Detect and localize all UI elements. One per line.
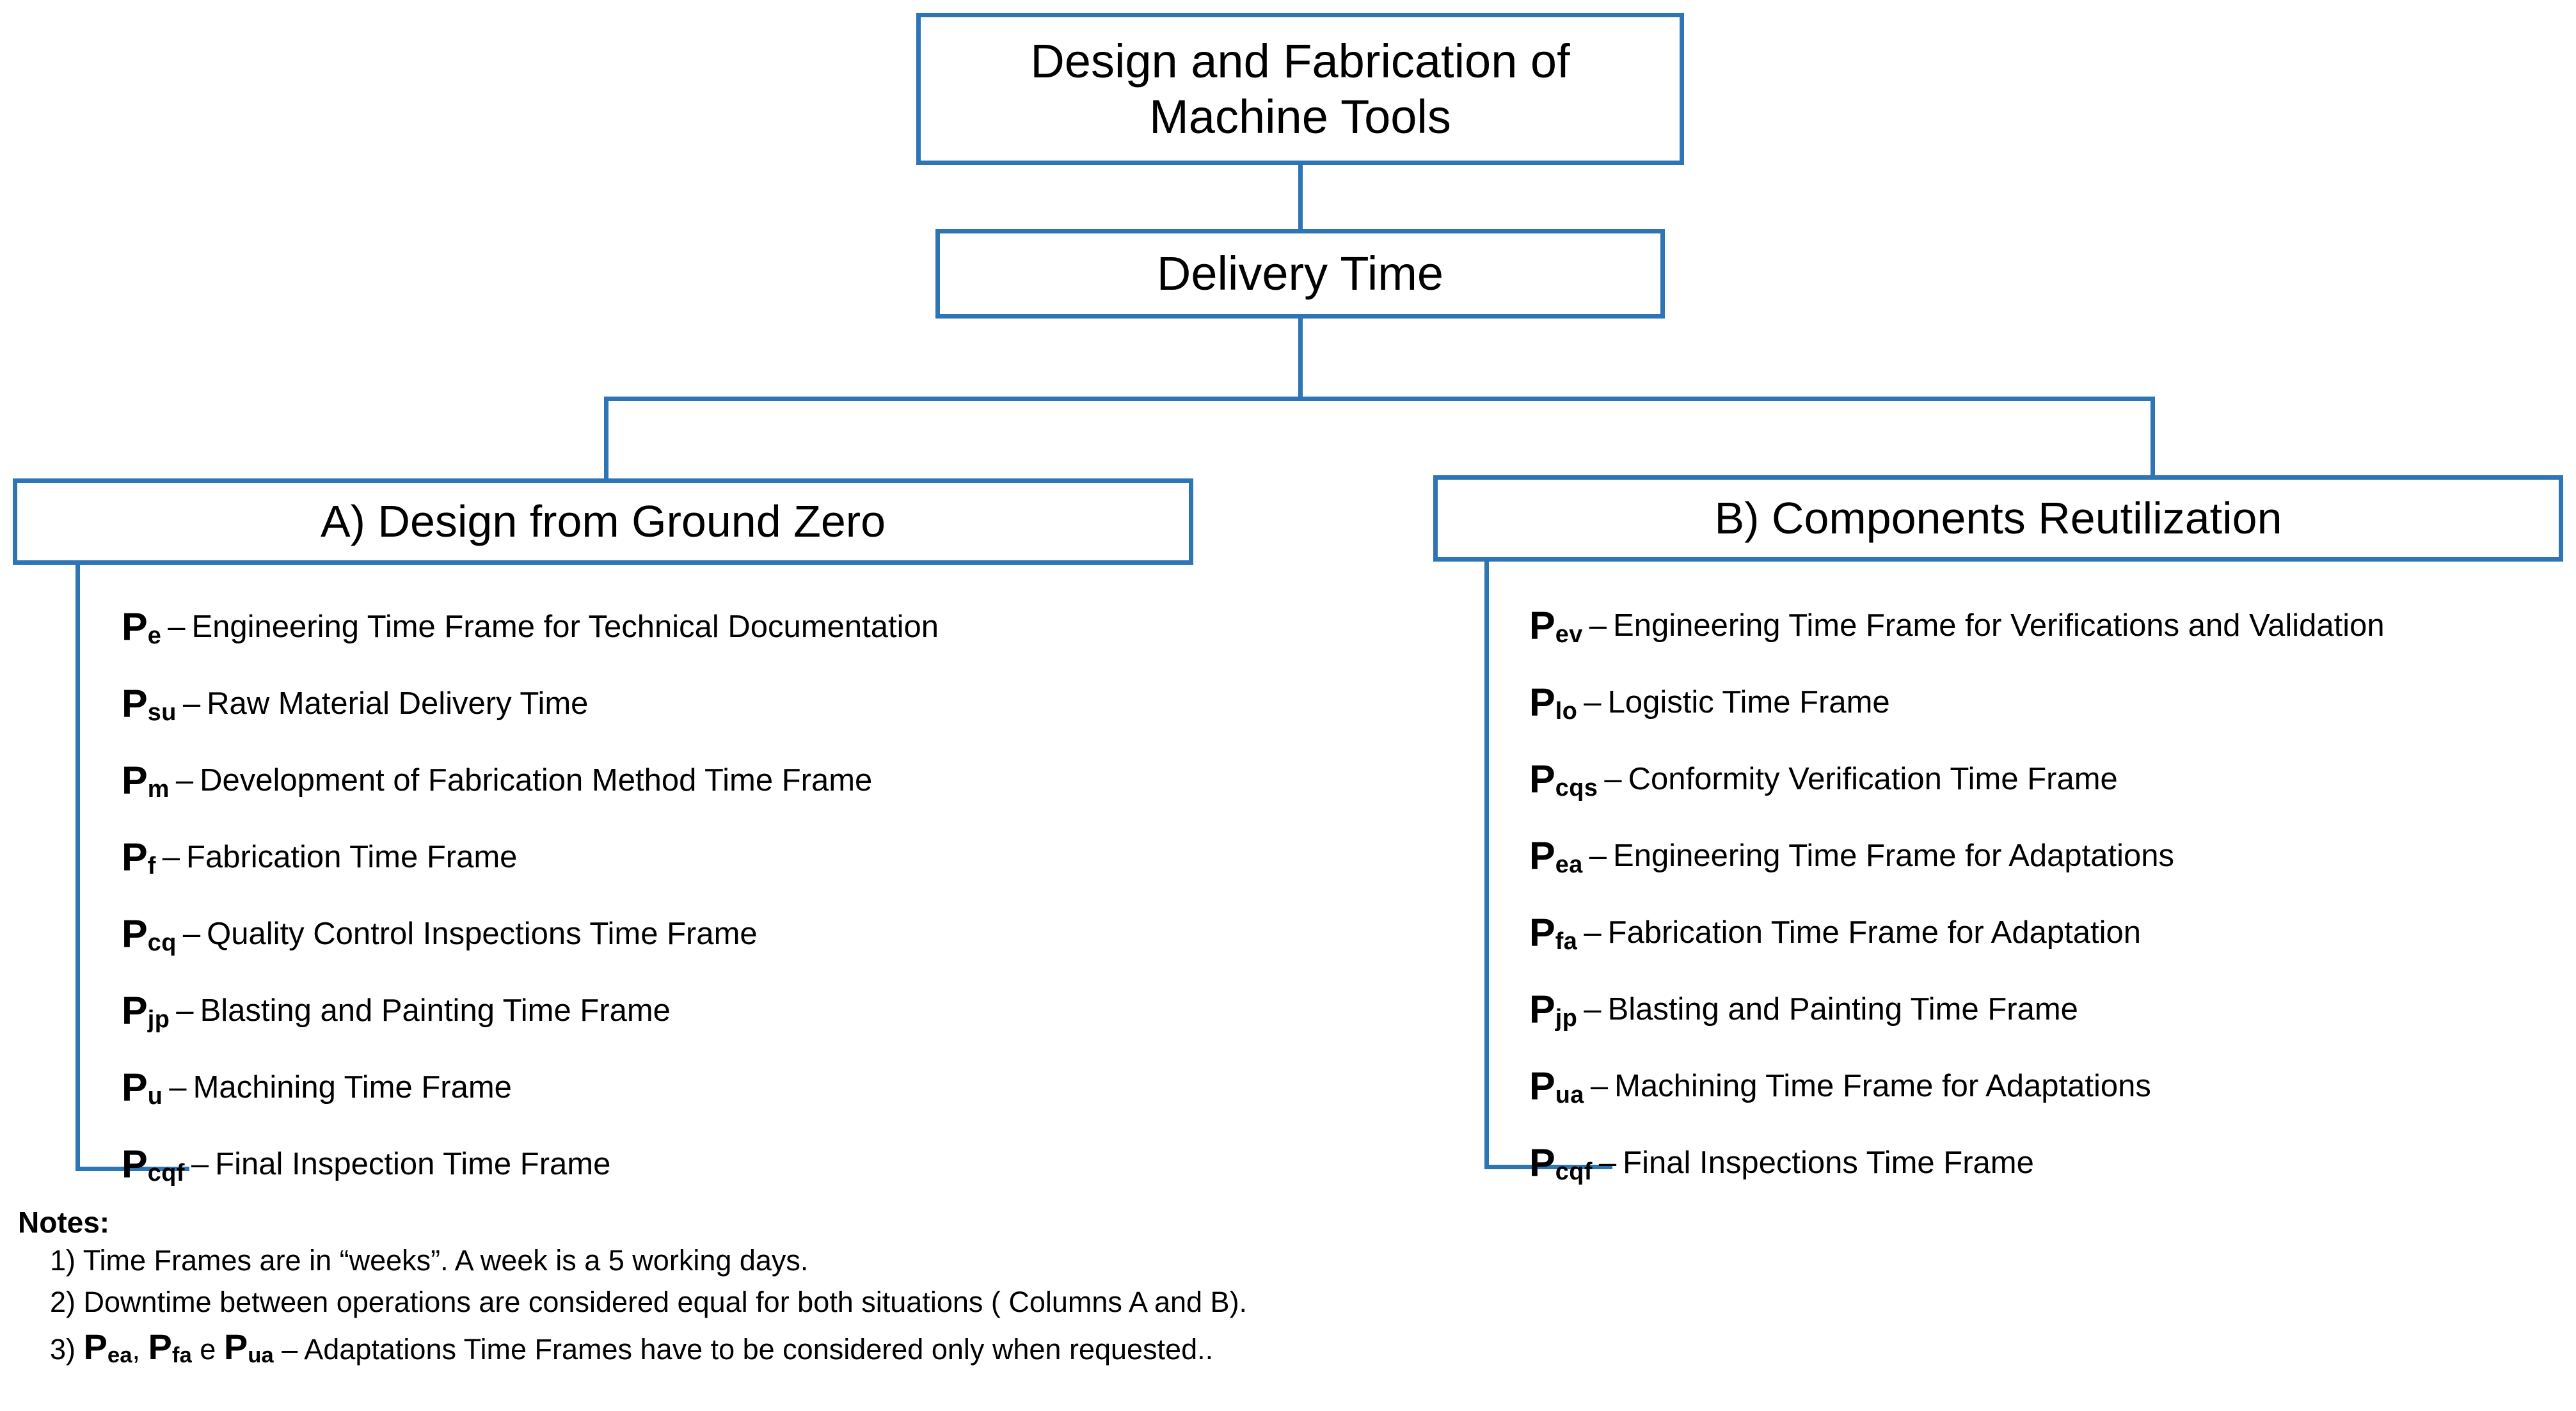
item-description: Engineering Time Frame for Adaptations: [1613, 839, 2175, 873]
item-separator: –: [1584, 915, 1602, 950]
item-separator: –: [1598, 1146, 1617, 1180]
list-item: Pev – Engineering Time Frame for Verific…: [1529, 587, 2385, 664]
item-symbol: Pea: [1529, 834, 1583, 878]
item-description: Machining Time Frame: [193, 1070, 512, 1105]
item-separator: –: [169, 1070, 187, 1105]
item-separator: –: [1584, 685, 1602, 720]
item-separator: –: [175, 763, 194, 798]
notes-section: Notes: 1) Time Frames are in “weeks”. A …: [18, 1208, 1937, 1369]
item-symbol: Pf: [122, 835, 156, 879]
item-separator: –: [1589, 608, 1607, 643]
note-rest: – Adaptations Time Frames have to be con…: [282, 1333, 1214, 1366]
item-symbol: Pu: [122, 1066, 163, 1110]
item-symbol: Pm: [122, 759, 170, 803]
bracket-column-a-vertical: [76, 565, 80, 1171]
list-item: Pf – Fabrication Time Frame: [122, 819, 939, 895]
list-item: Pjp – Blasting and Painting Time Frame: [1529, 971, 2385, 1048]
note-symbol-pfa: Pfa: [148, 1327, 192, 1368]
bracket-column-b-vertical: [1484, 562, 1489, 1169]
item-description: Final Inspections Time Frame: [1623, 1146, 2034, 1180]
node-label: Design and Fabrication of Machine Tools: [1030, 34, 1570, 143]
item-symbol: Pcqf: [1529, 1141, 1593, 1185]
item-description: Raw Material Delivery Time: [207, 686, 589, 721]
column-b-item-list: Pev – Engineering Time Frame for Verific…: [1529, 587, 2385, 1201]
node-column-a-header: A) Design from Ground Zero: [13, 478, 1193, 565]
item-symbol: Pjp: [1529, 988, 1578, 1032]
item-symbol: Pua: [1529, 1064, 1584, 1108]
node-column-b-header: B) Components Reutilization: [1433, 475, 2563, 562]
list-item: Pcqs – Conformity Verification Time Fram…: [1529, 741, 2385, 817]
list-item: Pu – Machining Time Frame: [122, 1049, 939, 1126]
node-delivery-time: Delivery Time: [935, 229, 1665, 319]
item-description: Blasting and Painting Time Frame: [1607, 992, 2078, 1027]
item-description: Engineering Time Frame for Verifications…: [1613, 608, 2385, 643]
note-line-1: 1) Time Frames are in “weeks”. A week is…: [50, 1244, 809, 1277]
list-item: Pea – Engineering Time Frame for Adaptat…: [1529, 817, 2385, 894]
list-item: Pcq – Quality Control Inspections Time F…: [122, 895, 939, 972]
item-description: Fabrication Time Frame for Adaptation: [1607, 915, 2141, 950]
item-symbol: Pjp: [122, 989, 170, 1033]
bracket-column-b-foot: [1484, 1165, 1612, 1169]
item-symbol: Pe: [122, 605, 162, 649]
item-separator: –: [182, 686, 201, 721]
item-description: Machining Time Frame for Adaptations: [1614, 1069, 2151, 1103]
note-symbol-pua: Pua: [223, 1327, 274, 1368]
notes-title: Notes:: [18, 1206, 110, 1239]
item-symbol: Pcqs: [1529, 757, 1598, 801]
connector-split-to-column-b: [2151, 397, 2155, 475]
item-description: Quality Control Inspections Time Frame: [207, 917, 758, 951]
item-separator: –: [182, 917, 201, 951]
item-description: Logistic Time Frame: [1607, 685, 1890, 720]
note-number: 3): [50, 1333, 76, 1366]
note-line-2: 2) Downtime between operations are consi…: [50, 1286, 1248, 1318]
item-separator: –: [1584, 992, 1602, 1027]
note-symbol-pea: Pea: [83, 1327, 132, 1368]
item-separator: –: [1604, 762, 1622, 796]
item-description: Fabrication Time Frame: [186, 840, 518, 874]
node-label: Delivery Time: [1156, 247, 1444, 301]
item-separator: –: [1589, 839, 1607, 873]
connector-root-to-delivery: [1298, 165, 1303, 229]
item-symbol: Plo: [1529, 681, 1578, 725]
node-design-and-fabrication-of-machine-tools: Design and Fabrication of Machine Tools: [916, 13, 1684, 165]
item-description: Final Inspection Time Frame: [215, 1147, 611, 1181]
list-item: Plo – Logistic Time Frame: [1529, 664, 2385, 741]
connector-split-to-column-a: [604, 397, 608, 478]
note-line-3: 3) Pea, Pfa e Pua – Adaptations Time Fra…: [50, 1327, 1937, 1368]
bracket-column-a-foot: [76, 1167, 189, 1171]
column-b-header-label: B) Components Reutilization: [1714, 493, 2282, 544]
item-separator: –: [168, 610, 186, 644]
item-symbol: Pfa: [1529, 911, 1578, 955]
list-item: Pe – Engineering Time Frame for Technica…: [122, 588, 939, 665]
list-item: Pua – Machining Time Frame for Adaptatio…: [1529, 1048, 2385, 1124]
item-description: Conformity Verification Time Frame: [1628, 762, 2118, 796]
item-separator: –: [191, 1147, 209, 1181]
list-item: Pcqf – Final Inspection Time Frame: [122, 1126, 939, 1202]
item-separator: –: [176, 993, 194, 1028]
item-symbol: Psu: [122, 682, 177, 726]
item-description: Engineering Time Frame for Technical Doc…: [191, 610, 939, 644]
note-comma: ,: [132, 1333, 141, 1366]
list-item: Psu – Raw Material Delivery Time: [122, 665, 939, 742]
list-item: Pm – Development of Fabrication Method T…: [122, 742, 939, 819]
item-symbol: Pev: [1529, 604, 1583, 648]
list-item: Pcqf – Final Inspections Time Frame: [1529, 1124, 2385, 1201]
item-description: Development of Fabrication Method Time F…: [200, 763, 873, 798]
item-description: Blasting and Painting Time Frame: [200, 993, 671, 1028]
connector-delivery-down: [1298, 319, 1303, 400]
item-symbol: Pcq: [122, 912, 177, 956]
list-item: Pfa – Fabrication Time Frame for Adaptat…: [1529, 894, 2385, 971]
column-a-header-label: A) Design from Ground Zero: [320, 496, 886, 547]
item-separator: –: [1590, 1069, 1609, 1103]
column-a-item-list: Pe – Engineering Time Frame for Technica…: [122, 588, 939, 1202]
list-item: Pjp – Blasting and Painting Time Frame: [122, 972, 939, 1049]
item-symbol: Pcqf: [122, 1142, 185, 1186]
item-separator: –: [162, 840, 180, 874]
note-conjunction: e: [200, 1333, 216, 1366]
connector-split-horizontal: [604, 397, 2155, 401]
